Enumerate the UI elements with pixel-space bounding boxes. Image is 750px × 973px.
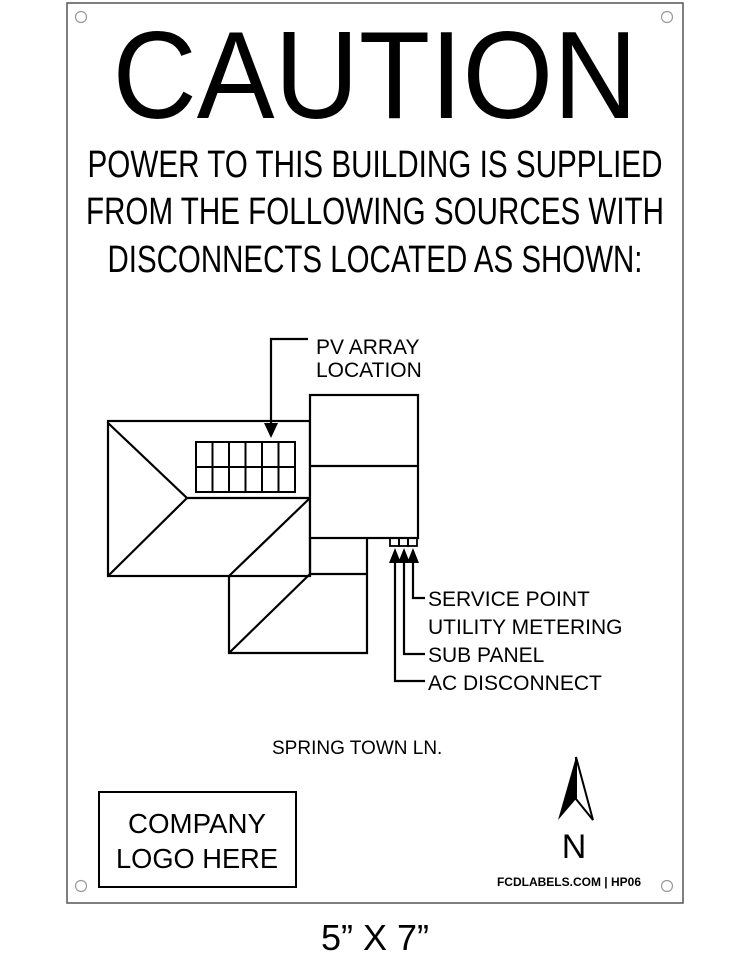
logo-box xyxy=(98,791,297,888)
logo-line-2: LOGO HERE xyxy=(116,843,278,874)
pv-leader xyxy=(269,337,308,425)
pv-array xyxy=(195,441,296,493)
equipment-boxes xyxy=(389,537,418,547)
mounting-hole-icon xyxy=(660,879,674,893)
logo-line-1: COMPANY xyxy=(128,808,266,839)
footer-code: FCDLABELS.COM | HP06 xyxy=(497,875,641,889)
lower-wing xyxy=(227,538,369,655)
arrow-up-icon xyxy=(398,548,410,563)
message-line-2: FROM THE FOLLOWING SOURCES WITH xyxy=(86,191,664,233)
label-service-point: SERVICE POINT xyxy=(428,588,590,611)
pv-label-2: LOCATION xyxy=(316,359,422,382)
arrowheads xyxy=(264,423,419,563)
mounting-hole-icon xyxy=(74,879,88,893)
label-sub-panel: SUB PANEL xyxy=(428,644,544,667)
sub-panel-leader xyxy=(402,560,425,656)
message-line-1: POWER TO THIS BUILDING IS SUPPLIED xyxy=(88,144,663,186)
arrow-up-icon xyxy=(389,548,401,563)
mounting-holes xyxy=(74,10,674,893)
building-diagram xyxy=(106,337,425,683)
arrow-down-icon xyxy=(264,423,278,438)
message-line-3: DISCONNECTS LOCATED AS SHOWN: xyxy=(108,239,643,281)
mounting-hole-icon xyxy=(74,10,88,24)
arrow-up-icon xyxy=(407,548,419,563)
north-label: N xyxy=(562,828,587,866)
mounting-hole-icon xyxy=(660,10,674,24)
label-ac-disconnect: AC DISCONNECT xyxy=(428,672,602,695)
service-point-leader xyxy=(411,560,425,600)
size-caption: 5” X 7” xyxy=(321,917,429,958)
street-name: SPRING TOWN LN. xyxy=(272,738,442,759)
north-arrow-icon xyxy=(558,756,594,821)
label-utility-metering: UTILITY METERING xyxy=(428,616,622,639)
ac-disconnect-leader xyxy=(393,560,425,683)
caution-title: CAUTION xyxy=(113,7,638,145)
pv-label-1: PV ARRAY xyxy=(316,336,419,359)
